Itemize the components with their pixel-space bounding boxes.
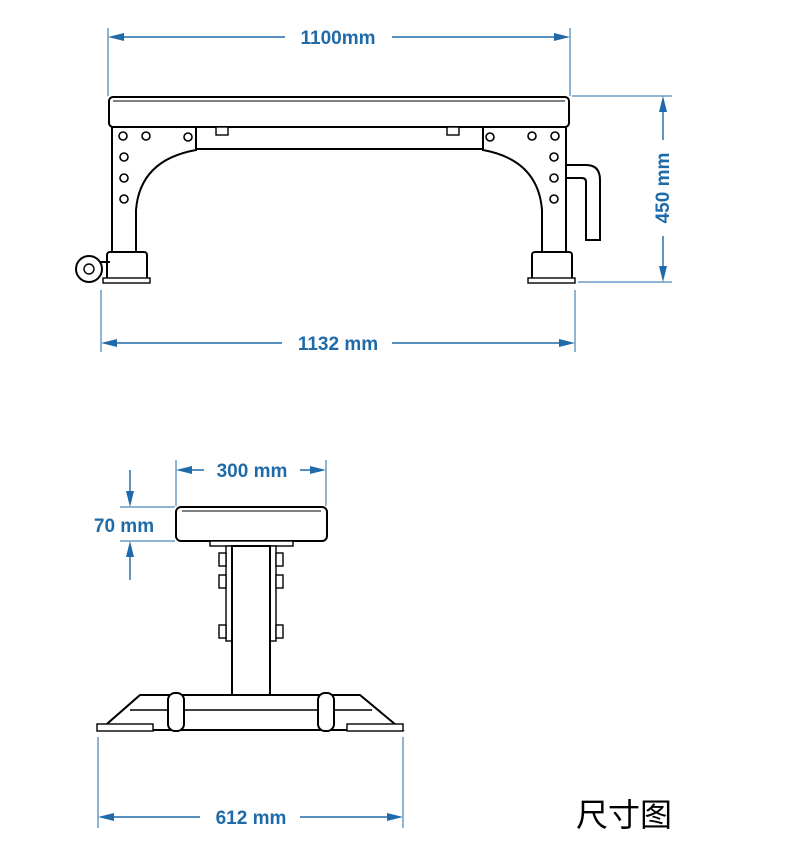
dim-pad-thickness: 70 mm xyxy=(94,470,175,580)
bench-side-view xyxy=(75,96,601,284)
side-crossbar xyxy=(195,126,484,150)
end-left-wheel xyxy=(167,692,185,732)
figure-caption: 尺寸图 xyxy=(576,796,673,834)
dim-base-width: 612 mm xyxy=(97,737,404,829)
overall-length-label: 1132 mm xyxy=(298,334,378,355)
side-right-frame xyxy=(482,126,567,256)
height-label: 450 mm xyxy=(653,153,674,224)
dim-overall-length: 1132 mm xyxy=(100,290,576,355)
pad-thickness-label: 70 mm xyxy=(94,516,154,537)
dim-height: 450 mm xyxy=(572,95,674,283)
top-width-label: 1100mm xyxy=(300,28,375,49)
end-right-wheel xyxy=(317,692,335,732)
bench-end-view xyxy=(96,506,405,732)
side-left-foot xyxy=(106,251,148,281)
handle xyxy=(565,164,601,241)
base-width-label: 612 mm xyxy=(216,808,287,829)
end-seat-pad xyxy=(175,506,328,542)
pad-width-label: 300 mm xyxy=(217,461,288,482)
dim-top-width: 1100mm xyxy=(107,28,571,96)
side-left-frame xyxy=(111,126,197,256)
dim-pad-width: 300 mm xyxy=(175,460,327,506)
side-right-foot xyxy=(531,251,573,281)
